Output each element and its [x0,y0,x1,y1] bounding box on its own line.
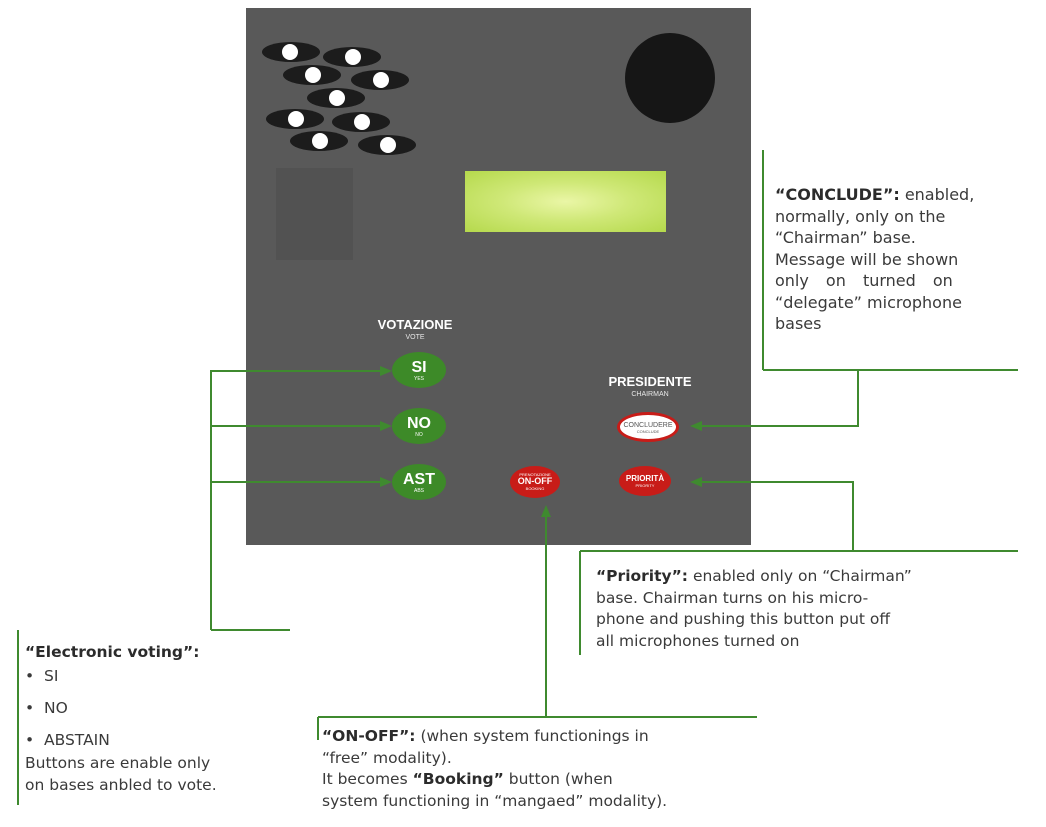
priority-line3: phone and pushing this button put off [596,610,891,628]
card-slot [276,168,353,260]
vote-subtitle: VOTE [405,334,425,341]
si-sublabel: YES [413,376,424,382]
onoff-annotation: “ON-OFF”: (when system functionings in “… [322,726,762,812]
conclude-line2: normally, only on the [775,206,946,226]
onoff-booking-button[interactable]: PRENOTAZIONE ON-OFF BOOKING [510,466,560,498]
conclude-button[interactable]: CONCLUDERE CONCLUDE [617,412,679,442]
onoff-line2: “free” modality). [322,748,452,767]
ast-sublabel: ABS [413,488,424,494]
priority-label: PRIORITÀ [625,474,665,483]
ast-label: AST [403,471,435,488]
onoff-annotation-title: “ON-OFF”: [322,727,416,745]
voting-line1: Buttons are enable only [25,754,211,772]
onoff-label: ON-OFF [517,476,553,486]
grille-hole-icon [290,131,348,151]
grille-hole-icon [307,88,365,108]
onoff-line3-a: It becomes [322,770,413,788]
conclude-line6: “delegate” microphone [775,292,962,312]
chair-title: PRESIDENTE [608,374,692,389]
si-label: SI [411,359,427,376]
chair-subtitle: CHAIRMAN [631,391,669,398]
grille-hole-icon [323,47,381,67]
conclude-line5: only on turned on [775,271,953,290]
voting-item-no: • NO [25,699,68,717]
speaker-icon [625,33,715,123]
grille-hole-icon [332,112,390,132]
grille-hole-icon [358,135,416,155]
onoff-line3: It becomes “Booking” button (when [322,769,762,791]
onoff-line3-b: “Booking” [412,770,504,788]
voting-item-si: • SI [25,667,59,685]
grille-hole-icon [283,65,341,85]
priority-line2: base. Chairman turns on his micro- [596,588,869,607]
voting-annotation-title: “Electronic voting”: [25,643,200,661]
onoff-line1: (when system functionings in [415,727,649,745]
conclude-line1: enabled, [899,185,975,204]
voting-item-abstain-text: ABSTAIN [44,731,110,749]
onoff-top-label: PRENOTAZIONE [519,472,551,477]
grille-hole-icon [262,42,320,62]
conclude-line3: “Chairman” base. [775,228,916,247]
no-button[interactable]: NO NO [392,408,446,444]
lcd-display [465,171,666,232]
priority-button[interactable]: PRIORITÀ PRIORITY [619,466,671,496]
onoff-sublabel: BOOKING [525,486,545,491]
abstain-button[interactable]: AST ABS [392,464,446,500]
priority-annotation: “Priority”: enabled only on “Chairman” b… [596,566,1016,652]
si-button[interactable]: SI YES [392,352,446,388]
no-label: NO [407,415,431,432]
priority-annotation-title: “Priority”: [596,567,689,585]
voting-item-si-text: SI [44,667,59,685]
priority-sublabel: PRIORITY [635,483,655,488]
vote-title: VOTAZIONE [377,317,453,332]
priority-line1: enabled only on “Chairman” [688,567,912,585]
no-sublabel: NO [415,432,423,438]
conclude-sublabel: CONCLUDE [636,429,660,434]
voting-item-no-text: NO [44,699,68,717]
voting-annotation: “Electronic voting”: • SI • NO • ABSTAIN… [25,640,305,796]
voting-line2: on bases anbled to vote. [25,776,217,794]
voting-item-abstain: • ABSTAIN [25,731,110,749]
conclude-annotation-title: “CONCLUDE”: [775,185,900,204]
conclude-label: CONCLUDERE [623,422,673,429]
grille-hole-icon [351,70,409,90]
priority-line4: all microphones turned on [596,631,800,650]
conclude-line7: bases [775,314,822,333]
onoff-line4: system functioning in “mangaed” modality… [322,791,668,810]
conclude-line4: Message will be shown [775,249,959,269]
onoff-line3-c: button (when [503,770,613,788]
grille-hole-icon [266,109,324,129]
conclude-annotation: “CONCLUDE”: enabled, normally, only on t… [775,184,1025,335]
